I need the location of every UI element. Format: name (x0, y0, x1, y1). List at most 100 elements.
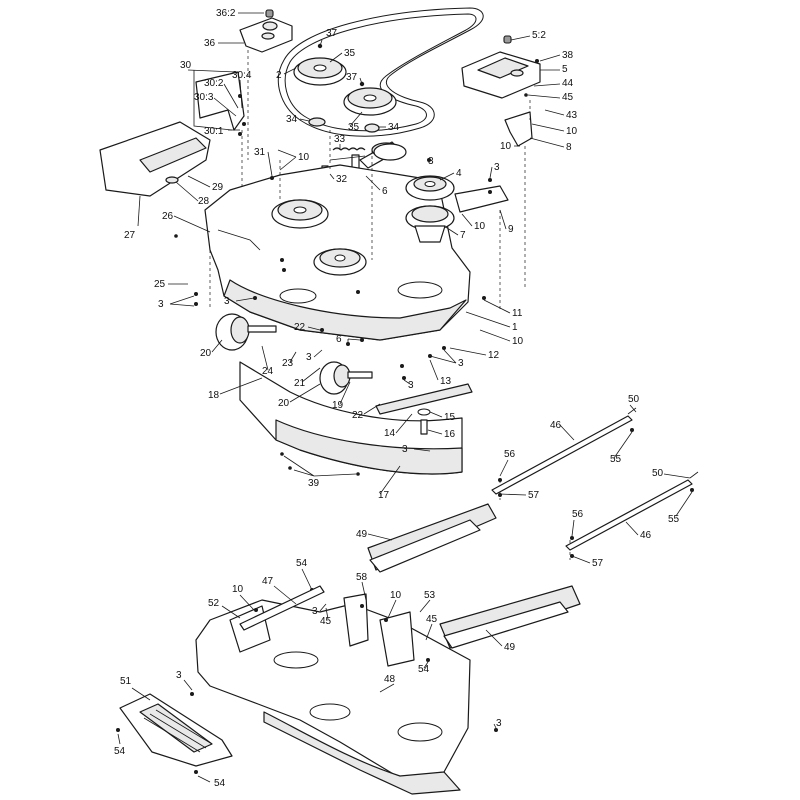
callout-2: 2 (276, 70, 282, 81)
left-belt-cover (239, 9, 293, 53)
callout-44: 44 (562, 78, 574, 89)
callout-4: 4 (456, 168, 462, 179)
right-belt-cover (461, 35, 541, 99)
callout-10: 10 (232, 584, 244, 595)
callout-19: 19 (332, 400, 344, 411)
callout-18: 18 (208, 390, 220, 401)
callout-1: 1 (512, 322, 518, 333)
callout-58: 58 (356, 572, 368, 583)
callout-3: 3 (494, 162, 500, 173)
callout-30-3: 30:3 (194, 92, 214, 103)
lift-rod-lower (565, 471, 699, 558)
callout-3: 3 (306, 352, 312, 363)
callout-39: 39 (308, 478, 320, 489)
deck-spindle-center (313, 248, 367, 276)
callout-46: 46 (550, 420, 562, 431)
callout-34: 34 (388, 122, 400, 133)
callout-23: 23 (282, 358, 294, 369)
lift-rod-upper (491, 407, 637, 497)
callout-10: 10 (566, 126, 578, 137)
callout-labels: 36:2 36 37 35 2 37 35 34 34 33 30 30:2 3… (114, 8, 680, 789)
idler-washers (308, 117, 380, 133)
callout-21: 21 (294, 378, 306, 389)
callout-6: 6 (336, 334, 342, 345)
callout-16: 16 (444, 429, 456, 440)
callout-9: 9 (508, 224, 514, 235)
callout-33: 33 (334, 134, 346, 145)
callout-35: 35 (344, 48, 356, 59)
idler-pulley-small (373, 143, 407, 161)
callout-22: 22 (294, 322, 306, 333)
step-plate (119, 693, 233, 767)
lower-deck-hardware (116, 588, 498, 774)
callout-45: 45 (320, 616, 332, 627)
anti-scalp-wheel-center (319, 361, 373, 395)
callout-55: 55 (668, 514, 680, 525)
callout-11: 11 (512, 308, 523, 319)
callout-12: 12 (488, 350, 500, 361)
callout-50: 50 (628, 394, 640, 405)
anti-scalp-wheel-left (215, 313, 277, 351)
callout-57: 57 (592, 558, 604, 569)
callout-54: 54 (214, 778, 226, 789)
callout-5: 5 (562, 64, 568, 75)
callout-3: 3 (176, 670, 182, 681)
callout-3: 3 (312, 606, 318, 617)
callout-56: 56 (504, 449, 516, 460)
callout-14: 14 (384, 428, 396, 439)
callout-30-1: 30:1 (204, 126, 224, 137)
callout-45: 45 (426, 614, 438, 625)
callout-25: 25 (154, 279, 166, 290)
deck-hardware (174, 158, 492, 380)
callout-57: 57 (528, 490, 540, 501)
callout-50: 50 (652, 468, 664, 479)
callout-54: 54 (114, 746, 126, 757)
baffle-upper (367, 503, 497, 573)
callout-34: 34 (286, 114, 298, 125)
callout-10: 10 (500, 141, 512, 152)
callout-37: 37 (326, 28, 338, 39)
callout-13: 13 (440, 376, 452, 387)
callout-54: 54 (418, 664, 430, 675)
callout-6: 6 (382, 186, 388, 197)
lower-deck (195, 593, 471, 795)
callout-10: 10 (298, 152, 310, 163)
callout-3: 3 (158, 299, 164, 310)
callout-47: 47 (262, 576, 274, 587)
callout-8: 8 (566, 142, 572, 153)
callout-7: 7 (460, 230, 466, 241)
callout-3: 3 (458, 358, 464, 369)
callout-29: 29 (212, 182, 224, 193)
baffle-lower (439, 585, 581, 649)
callout-3: 3 (408, 380, 414, 391)
upper-pulley (293, 57, 347, 86)
deck-skirt (239, 361, 463, 476)
callout-5-2: 5:2 (532, 30, 546, 41)
blade (375, 383, 473, 435)
assembly-lines (209, 50, 571, 560)
discharge-deflector (99, 121, 211, 227)
lower-pulley (343, 87, 397, 116)
right-bracket (454, 111, 533, 213)
callout-15: 15 (444, 412, 456, 423)
callout-10: 10 (512, 336, 524, 347)
callout-36-2: 36:2 (216, 8, 236, 19)
leader-lines (117, 12, 693, 783)
callout-43: 43 (566, 110, 578, 121)
callout-10: 10 (390, 590, 402, 601)
callout-54: 54 (296, 558, 308, 569)
callout-10: 10 (474, 221, 486, 232)
callout-38: 38 (562, 50, 574, 61)
callout-56: 56 (572, 509, 584, 520)
callout-30: 30 (180, 60, 192, 71)
callout-20: 20 (200, 348, 212, 359)
callout-26: 26 (162, 211, 174, 222)
callout-35: 35 (348, 122, 360, 133)
callout-22: 22 (352, 410, 364, 421)
callout-31: 31 (254, 147, 266, 158)
callout-55: 55 (610, 454, 622, 465)
callout-3: 3 (496, 718, 502, 729)
deck-spindle-left (271, 199, 329, 229)
